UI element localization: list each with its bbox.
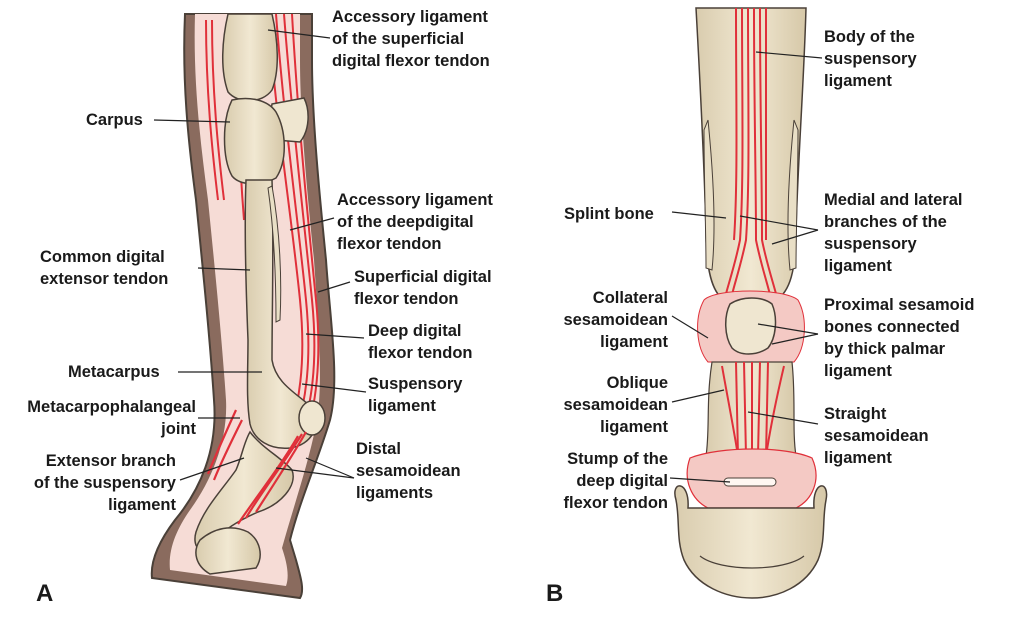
flexor-tendons (205, 13, 320, 441)
label-straight-sesamoidean: Straight sesamoidean ligament (824, 405, 929, 467)
leader-branches-2 (739, 215, 819, 231)
leader-oblique (671, 389, 725, 403)
label-distal-sesamoidean: Distal sesamoidean ligaments (356, 440, 461, 502)
distal-ligaments (206, 409, 307, 525)
label-common-extensor: Common digital extensor tendon (40, 248, 169, 288)
label-accessory-deep: Accessory ligament of the deepdigital fl… (337, 191, 493, 253)
leader-suspensory (301, 383, 367, 393)
leader-common-extensor (197, 267, 251, 271)
leader-distal-1 (305, 457, 355, 479)
label-deep-flexor: Deep digital flexor tendon (368, 322, 473, 362)
ddft-cut (723, 477, 777, 487)
leader-carpus (153, 119, 231, 123)
leader-distal-2 (275, 467, 355, 479)
leader-deep-flexor (305, 333, 365, 339)
label-body-suspensory: Body of the suspensory ligament (824, 28, 917, 90)
radius-bone (221, 13, 279, 102)
leader-proximal-1 (757, 323, 819, 335)
panel-b-illustration (674, 7, 828, 599)
leader-acc-deep (289, 217, 335, 231)
leader-collateral (671, 315, 709, 339)
leader-splint (671, 211, 727, 219)
label-carpus: Carpus (86, 111, 143, 129)
label-metacarpophalangeal-joint: Metacarpophalangeal joint (27, 398, 196, 438)
leader-stump (669, 477, 731, 483)
leader-extensor-branch (179, 457, 245, 481)
coffin-bone-palmar (674, 485, 828, 599)
label-suspensory: Suspensory ligament (368, 375, 463, 415)
leader-straight (747, 411, 819, 425)
leader-superficial-flexor (317, 281, 351, 293)
panel-a-illustration (150, 13, 336, 600)
splint-left (703, 119, 715, 271)
suspensory-ligament-body (721, 7, 781, 313)
label-collateral-sesamoidean: Collateral sesamoidean ligament (563, 289, 668, 351)
label-metacarpus: Metacarpus (68, 363, 160, 381)
leader-lines (153, 29, 823, 483)
distal-sesamoidean-ligaments (721, 361, 785, 457)
leader-branches-1 (771, 229, 819, 245)
panel-letter-b: B (546, 580, 564, 607)
label-accessory-superficial: Accessory ligament of the superficial di… (332, 8, 490, 70)
sesamoid-bone (298, 400, 326, 436)
leader-body-suspensory (755, 51, 823, 59)
splint-bone (267, 185, 282, 323)
leader-acc-superficial (267, 29, 331, 39)
carpal-bones (223, 97, 285, 185)
navicular-contour (699, 555, 805, 569)
coffin-bone (195, 527, 261, 575)
label-extensor-branch: Extensor branch of the suspensory ligame… (33, 452, 176, 514)
label-ddft-stump: Stump of the deep digital flexor tendon (563, 450, 668, 512)
label-superficial-flexor: Superficial digital flexor tendon (354, 268, 492, 308)
panel-letter-a: A (36, 580, 54, 607)
proximal-sesamoid-bones (725, 297, 777, 355)
leader-proximal-2 (771, 333, 819, 345)
label-oblique-sesamoidean: Oblique sesamoidean ligament (563, 374, 668, 436)
splint-right (787, 119, 799, 271)
label-proximal-sesamoid: Proximal sesamoid bones connected by thi… (824, 296, 975, 380)
label-splint-bone: Splint bone (564, 205, 654, 223)
label-suspensory-branches: Medial and lateral branches of the suspe… (824, 191, 963, 275)
